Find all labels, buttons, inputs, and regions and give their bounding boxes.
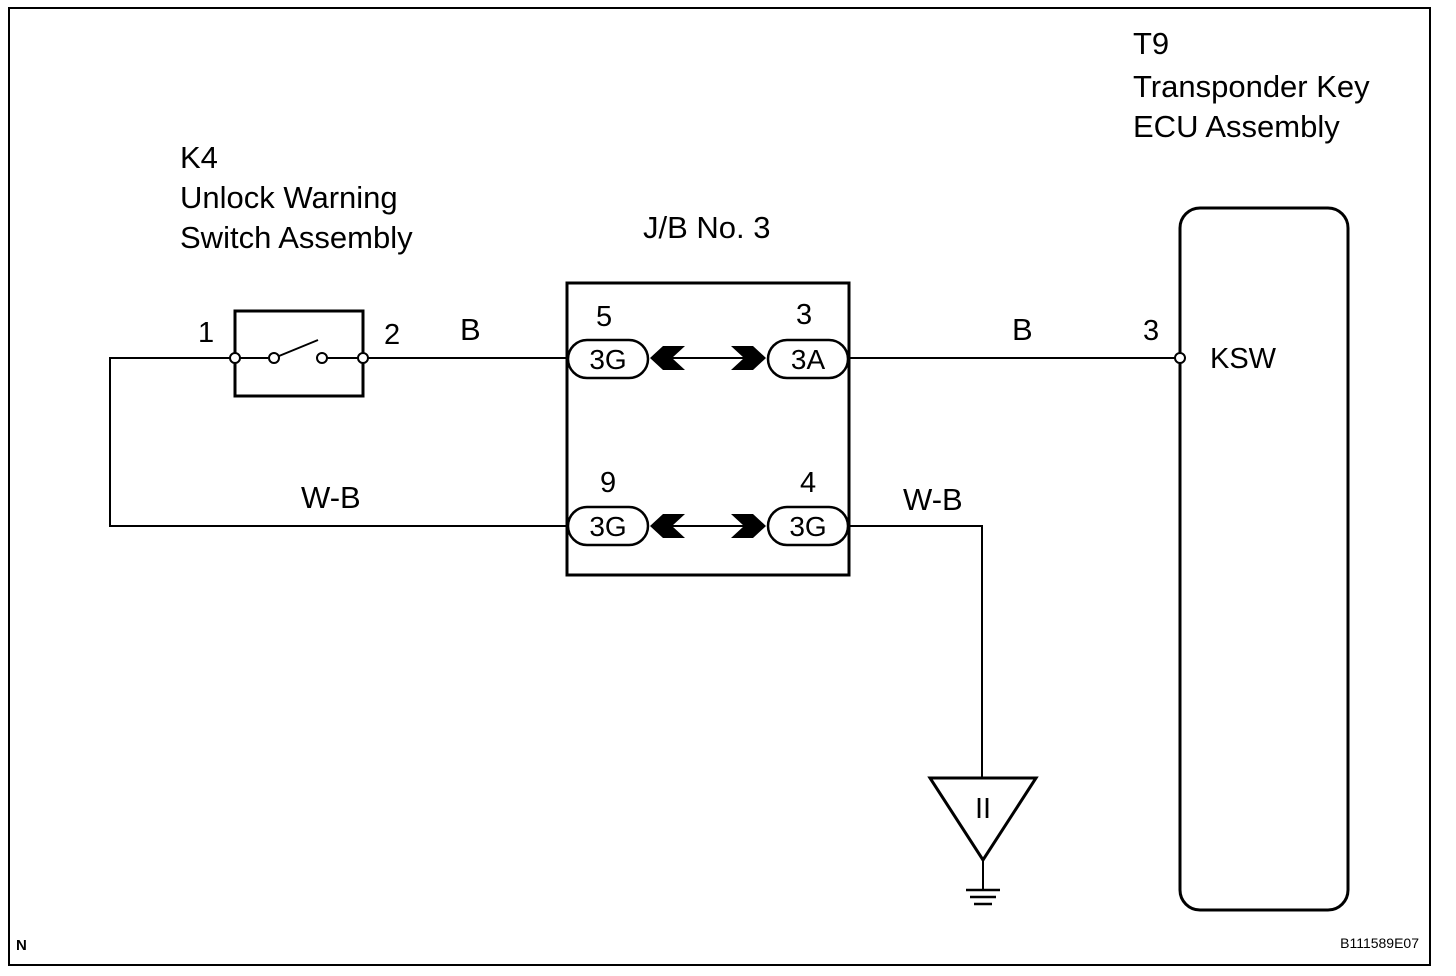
- ecu-name-line2: ECU Assembly: [1133, 109, 1340, 144]
- switch-body: [233, 309, 365, 398]
- ecu-code: T9: [1133, 26, 1169, 61]
- connector-3g-top-left: [566, 338, 650, 380]
- unlock-warning-switch: [229, 309, 369, 398]
- jb-internal-link-bottom: [650, 514, 766, 538]
- ground-symbol-label: II: [975, 793, 991, 825]
- jb-chevron-right-top: [731, 346, 766, 370]
- ground-triangle: [927, 776, 1039, 863]
- ecu-name-line1: Transponder Key: [1133, 69, 1370, 104]
- jb-pin-5-label: 5: [596, 301, 612, 333]
- ecu-body: [1178, 206, 1350, 912]
- switch-code: K4: [180, 140, 218, 175]
- connector-3a-top-right-label: 3A: [791, 344, 826, 375]
- switch-blade: [278, 339, 319, 357]
- switch-pin-1-label: 1: [198, 317, 214, 349]
- switch-contact-right: [316, 352, 328, 364]
- jb-chevron-right-bottom: [731, 514, 766, 538]
- ground-symbol: [927, 776, 1039, 906]
- wire-color-switch-to-jb: B: [460, 312, 481, 347]
- connector-3g-bottom-left: [566, 505, 650, 547]
- ecu-terminal-ksw: KSW: [1210, 343, 1277, 375]
- ecu-pin-3-terminal: [1174, 352, 1186, 364]
- jb-pin-4-label: 4: [800, 467, 816, 499]
- switch-pin-1-terminal: [229, 352, 241, 364]
- diagram-frame: [8, 7, 1431, 966]
- wire-color-switch-return: W-B: [301, 480, 361, 515]
- connector-3g-top-left-label: 3G: [589, 344, 626, 375]
- connector-3g-bottom-right: [766, 505, 850, 547]
- corner-mark-left: N: [16, 937, 27, 954]
- ecu-pin-3-label: 3: [1143, 315, 1159, 347]
- wire-color-jb-to-ecu: B: [1012, 312, 1033, 347]
- switch-pin-2-terminal: [357, 352, 369, 364]
- junction-block-title: J/B No. 3: [643, 210, 771, 245]
- wire-switch-return: [109, 357, 567, 527]
- jb-chevron-left-top: [650, 346, 685, 370]
- jb-chevron-left-bottom: [650, 514, 685, 538]
- connector-3g-bottom-right-label: 3G: [789, 511, 826, 542]
- switch-contact-left: [268, 352, 280, 364]
- jb-pin-9-label: 9: [600, 467, 616, 499]
- switch-name-line1: Unlock Warning: [180, 180, 398, 215]
- connector-3g-bottom-left-label: 3G: [589, 511, 626, 542]
- jb-internal-link-top: [650, 346, 766, 370]
- wire-color-jb-to-ground: W-B: [903, 482, 963, 517]
- switch-pin-2-label: 2: [384, 319, 400, 351]
- corner-mark-right: B111589E07: [1340, 935, 1419, 951]
- switch-name-line2: Switch Assembly: [180, 220, 413, 255]
- jb-pin-3-label: 3: [796, 299, 812, 331]
- connector-3a-top-right: [766, 338, 850, 380]
- wire-jb-to-ground: [849, 525, 983, 778]
